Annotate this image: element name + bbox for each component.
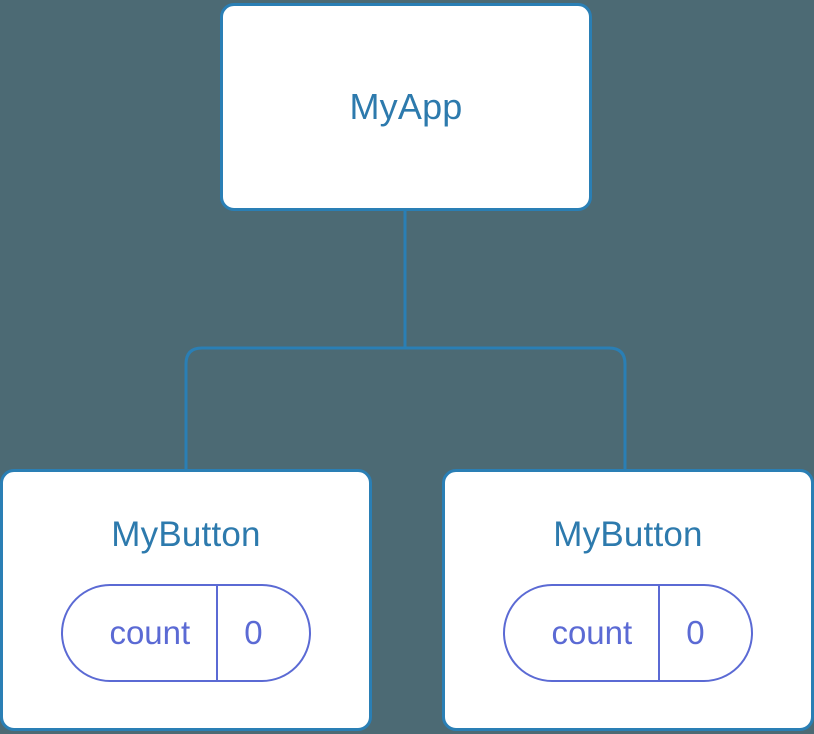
tree-node-child-1[interactable]: MyButton count 0	[0, 469, 372, 731]
node-title: MyButton	[111, 515, 261, 554]
edge-branch-left	[184, 346, 405, 470]
state-pill[interactable]: count 0	[503, 584, 753, 682]
edge-branch-right	[405, 346, 627, 470]
tree-node-root[interactable]: MyApp	[220, 3, 592, 211]
state-key-label: count	[109, 614, 191, 651]
tree-node-child-2[interactable]: MyButton count 0	[442, 469, 814, 731]
state-key-label: count	[551, 614, 633, 651]
state-divider	[216, 586, 219, 680]
state-divider	[658, 586, 661, 680]
state-value-label: 0	[244, 614, 263, 651]
node-title: MyApp	[349, 86, 463, 127]
state-pill[interactable]: count 0	[61, 584, 311, 682]
state-value-label: 0	[686, 614, 705, 651]
node-title: MyButton	[553, 515, 703, 554]
